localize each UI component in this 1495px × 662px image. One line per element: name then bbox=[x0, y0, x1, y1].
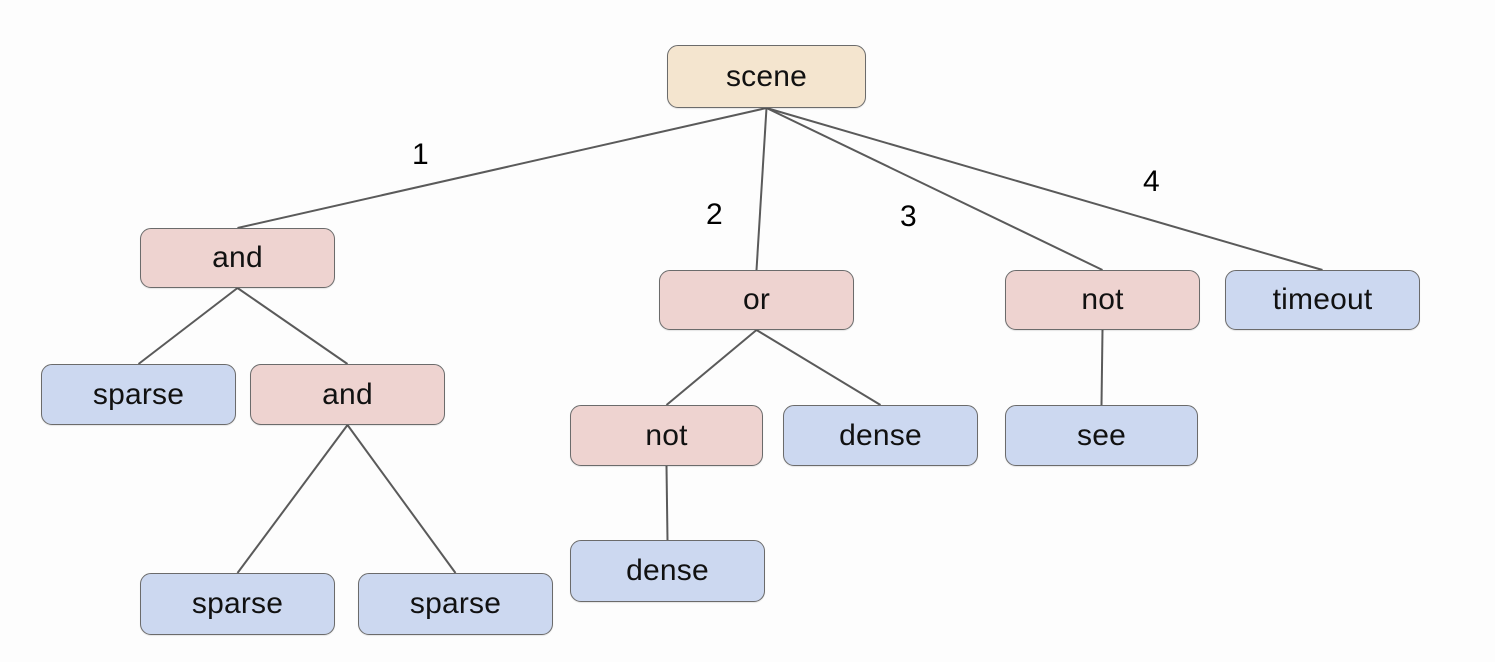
node-label: or bbox=[742, 283, 771, 316]
edge-scene-to-or1 bbox=[755, 107, 768, 271]
node-label: sparse bbox=[191, 587, 284, 620]
node-scene[interactable]: scene bbox=[667, 45, 866, 108]
node-label: not bbox=[1081, 283, 1124, 316]
node-not2[interactable]: not bbox=[570, 405, 763, 466]
edge-or1-to-dense1 bbox=[755, 329, 882, 406]
edge-and2-to-sparse3 bbox=[346, 424, 457, 574]
node-dense2[interactable]: dense bbox=[570, 540, 765, 602]
node-label: not bbox=[645, 418, 688, 452]
node-timeout1[interactable]: timeout bbox=[1225, 270, 1420, 330]
node-label: dense bbox=[839, 418, 922, 452]
node-not1[interactable]: not bbox=[1005, 270, 1200, 330]
edge-and1-to-and2 bbox=[236, 287, 349, 365]
node-label: sparse bbox=[409, 587, 502, 620]
edge-and1-to-sparse1 bbox=[137, 287, 239, 365]
edge-not2-to-dense2 bbox=[665, 465, 669, 541]
edge-label-1: 1 bbox=[412, 138, 429, 171]
node-label: dense bbox=[626, 554, 709, 587]
node-sparse3[interactable]: sparse bbox=[358, 573, 553, 635]
node-label: sparse bbox=[92, 377, 185, 411]
node-sparse2[interactable]: sparse bbox=[140, 573, 335, 635]
node-sparse1[interactable]: sparse bbox=[41, 364, 236, 425]
edge-not1-to-see1 bbox=[1100, 329, 1104, 406]
node-see1[interactable]: see bbox=[1005, 405, 1198, 466]
edge-scene-to-and1 bbox=[237, 107, 767, 229]
edge-scene-to-timeout1 bbox=[766, 107, 1323, 271]
node-label: timeout bbox=[1272, 283, 1373, 316]
edge-scene-to-not1 bbox=[766, 107, 1103, 271]
edge-label-3: 3 bbox=[900, 200, 917, 233]
node-label: see bbox=[1077, 418, 1126, 452]
node-dense1[interactable]: dense bbox=[783, 405, 978, 466]
node-and2[interactable]: and bbox=[250, 364, 445, 425]
node-or1[interactable]: or bbox=[659, 270, 854, 330]
node-label: and bbox=[322, 377, 373, 411]
edge-label-4: 4 bbox=[1143, 165, 1160, 198]
node-and1[interactable]: and bbox=[140, 228, 335, 288]
edge-label-2: 2 bbox=[706, 198, 723, 231]
node-label: and bbox=[212, 241, 263, 274]
node-label: scene bbox=[725, 59, 808, 93]
edge-and2-to-sparse2 bbox=[236, 424, 349, 574]
edge-or1-to-not2 bbox=[665, 329, 758, 406]
